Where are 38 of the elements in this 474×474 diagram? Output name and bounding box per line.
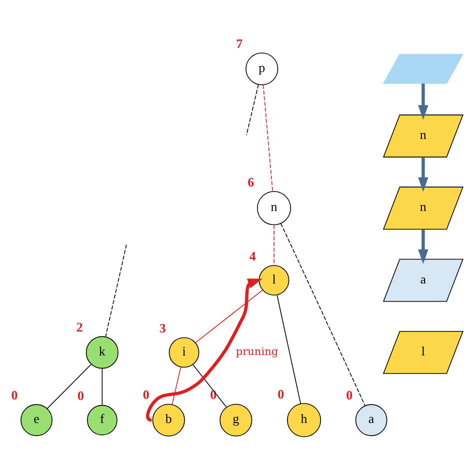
edge-label: pruning xyxy=(236,346,278,358)
node-circle: p xyxy=(246,52,278,85)
node-circle: b xyxy=(152,403,185,436)
node-label: 2 xyxy=(76,318,83,334)
arrow xyxy=(418,156,428,192)
connector xyxy=(105,244,127,337)
node-label: 0 xyxy=(78,388,84,403)
node-parallelogram xyxy=(382,53,464,84)
connector xyxy=(262,84,274,192)
arrow xyxy=(418,83,428,120)
node-label: 0 xyxy=(346,387,353,402)
node-circle: g xyxy=(220,403,252,436)
node-label: 4 xyxy=(249,248,256,263)
arrow xyxy=(146,278,262,422)
arrow xyxy=(418,228,428,264)
node-label: 0 xyxy=(142,386,150,402)
node-label: 3 xyxy=(159,320,166,336)
node-circle: f xyxy=(86,404,118,435)
node-label: 0 xyxy=(11,387,18,402)
node-circle: i xyxy=(168,336,200,368)
connector xyxy=(46,364,92,409)
node-label: 7 xyxy=(236,35,243,50)
connector xyxy=(172,366,182,404)
node-circle: l xyxy=(258,264,290,296)
connector xyxy=(246,84,259,135)
connector xyxy=(195,289,264,342)
node-circle: n xyxy=(257,190,292,225)
node-label: 0 xyxy=(278,386,284,401)
node-label: 6 xyxy=(248,174,254,189)
node-circle: h xyxy=(287,402,322,437)
connector xyxy=(192,364,227,407)
node-label: 0 xyxy=(210,386,217,402)
node-circle: a xyxy=(355,404,388,436)
connector xyxy=(276,294,302,404)
connector xyxy=(280,222,366,406)
connector xyxy=(102,368,103,406)
node-circle: e xyxy=(20,404,52,436)
node-circle: k xyxy=(86,336,118,368)
